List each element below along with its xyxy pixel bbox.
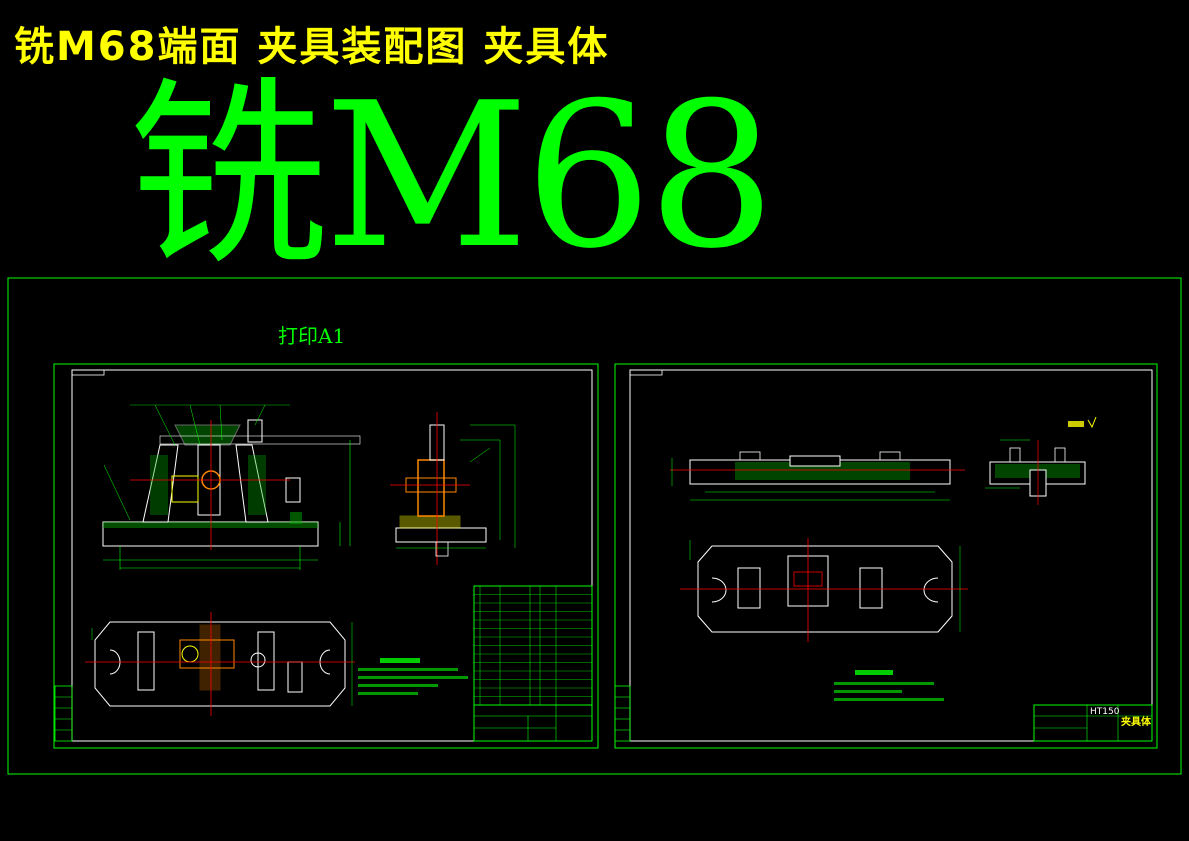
assembly-margin-table [54,685,73,742]
fixture-title-block: HT150 夹具体 [1033,704,1153,742]
assembly-front-view [102,404,361,570]
fixture-sheet-border [614,363,1158,749]
material-label: HT150 [1090,707,1120,717]
fixture-top-view [680,538,968,642]
fixture-front-section [670,451,965,501]
assembly-top-view [85,612,355,716]
assembly-parts-list [473,585,593,742]
assembly-sheet [53,363,599,749]
big-operation-title: 铣M68 [128,60,775,293]
assembly-sheet-border [53,363,599,749]
assembly-inner-border [71,369,593,742]
assembly-technical-notes [358,658,468,695]
fixture-body-sheet: HT150 夹具体 [614,363,1158,749]
drawing-set-title: 铣M68端面 夹具装配图 夹具体 [14,24,610,70]
roughness-symbol [1068,416,1097,429]
print-size-note: 打印A1 [278,324,346,348]
part-name-label: 夹具体 [1121,715,1152,728]
outer-frame [7,277,1182,775]
fixture-technical-notes [834,670,944,701]
fixture-side-section [985,439,1086,505]
assembly-side-view [390,412,516,565]
fixture-inner-border [629,369,1153,742]
